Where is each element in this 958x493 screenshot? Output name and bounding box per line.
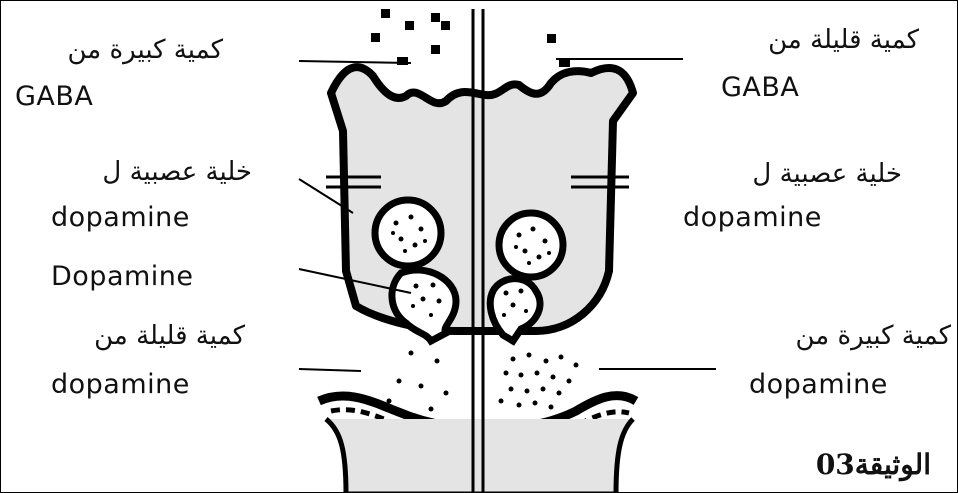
right-neuron-dopamine-label: dopamine xyxy=(683,204,822,231)
right-release-amount-label: كمية كبيرة من xyxy=(796,323,951,349)
vesicle-left-fusing xyxy=(392,270,456,341)
left-gaba-amount-label: كمية كبيرة من xyxy=(68,37,223,63)
right-gaba-amount-label: كمية قليلة من xyxy=(768,27,919,53)
postsynaptic-cell xyxy=(326,419,633,493)
right-neuron-label: خلية عصبية ل xyxy=(752,161,902,187)
left-release-amount-label: كمية قليلة من xyxy=(94,323,245,349)
gaba-molecules-right xyxy=(547,34,570,67)
vesicle-right-upper xyxy=(499,213,563,277)
left-release-dopamine-label: dopamine xyxy=(51,371,190,398)
left-neuron-dopamine-label: dopamine xyxy=(51,204,190,231)
left-neuron-label: خلية عصبية ل xyxy=(102,159,252,185)
released-dopamine-right xyxy=(499,353,579,410)
gaba-molecules-left xyxy=(371,9,450,65)
right-gaba-label: GABA xyxy=(721,74,799,101)
released-dopamine-left xyxy=(387,351,449,412)
vesicle-dopamine-label: Dopamine xyxy=(51,263,194,290)
right-release-dopamine-label: dopamine xyxy=(749,371,888,398)
left-gaba-label: GABA xyxy=(15,83,93,110)
document-label: الوثيقة03 xyxy=(816,451,931,479)
vesicle-left-upper xyxy=(375,200,441,266)
